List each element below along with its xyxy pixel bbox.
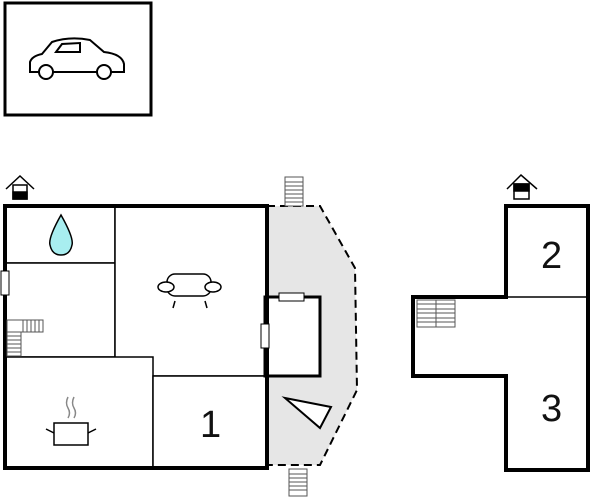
porch-room xyxy=(263,295,322,378)
entrance-icon xyxy=(5,174,35,200)
kitchen xyxy=(4,356,154,469)
cooking-pot-icon xyxy=(45,396,97,446)
hall xyxy=(4,262,116,358)
window xyxy=(260,323,270,349)
parking-box xyxy=(3,1,153,117)
room-label-1: 1 xyxy=(200,404,221,446)
window xyxy=(278,292,305,302)
stairs-icon xyxy=(416,299,456,328)
entrance-stairs-bottom xyxy=(288,468,308,497)
room-label-3: 3 xyxy=(541,388,562,430)
terrace-icon xyxy=(281,396,333,430)
entrance-stairs-top xyxy=(284,176,304,207)
water-drop-icon xyxy=(48,213,74,256)
car-icon xyxy=(29,37,125,80)
sofa-icon xyxy=(157,273,222,309)
stairs-icon xyxy=(6,319,44,357)
upper-floor xyxy=(411,204,590,472)
entrance-icon xyxy=(506,173,538,200)
room-label-2: 2 xyxy=(541,235,562,277)
window xyxy=(0,270,10,296)
